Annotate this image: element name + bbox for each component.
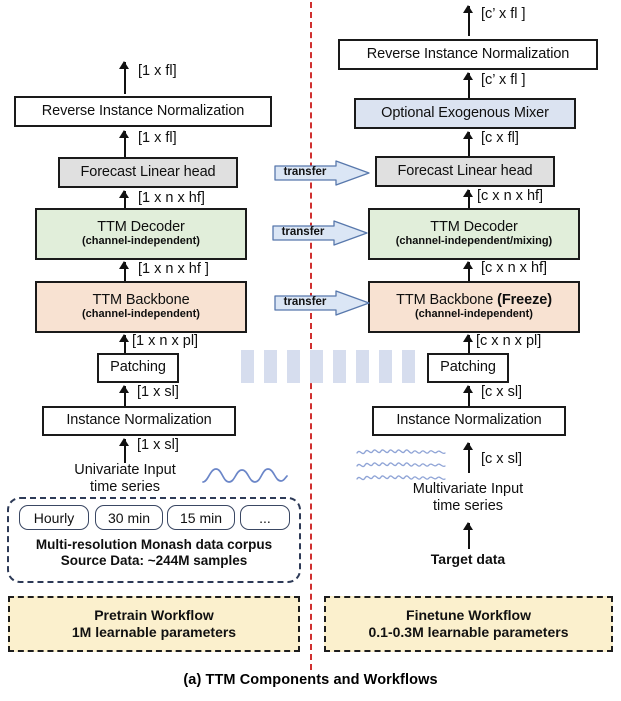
shape-finetune-after-backbone: [c x n x hf] <box>481 260 548 276</box>
block-pretrain-forecast-linear-head[interactable]: Forecast Linear head <box>58 157 238 188</box>
pill-label: Hourly <box>33 509 75 526</box>
block-finetune-patching[interactable]: Patching <box>427 353 509 383</box>
block-label: Reverse Instance Normalization <box>41 102 245 119</box>
figure-caption: (a) TTM Components and Workflows <box>183 672 438 688</box>
block-finetune-forecast-linear-head[interactable]: Forecast Linear head <box>375 156 555 187</box>
separator-bar <box>264 350 277 383</box>
univariate-waveform-icon <box>202 461 288 492</box>
block-title: TTM Decoder <box>430 219 518 236</box>
pill-label: ... <box>259 509 271 526</box>
pretrain-workflow-title: Pretrain Workflow <box>94 606 214 623</box>
shape-pretrain-after-instnorm: [1 x sl] <box>137 384 179 400</box>
block-finetune-ttm-decoder[interactable]: TTM Decoder (channel-independent/mixing) <box>368 208 580 260</box>
finetune-workflow-params: 0.1-0.3M learnable parameters <box>368 624 569 640</box>
block-title-emphasis: (Freeze) <box>497 292 552 309</box>
block-title: TTM Backbone (Freeze) <box>396 292 552 309</box>
corpus-line1: Multi-resolution Monash data corpus <box>35 537 273 552</box>
block-subtitle: (channel-independent) <box>415 308 533 321</box>
shape-finetune-input: [c x sl] <box>481 451 523 467</box>
shape-finetune-after-head: [c x fl] <box>481 130 519 146</box>
separator-bar <box>287 350 300 383</box>
shape-finetune-after-mixer: [c’ x fl ] <box>481 72 526 88</box>
transfer-arrow-forecast-head[interactable]: transfer <box>274 160 370 186</box>
resolution-pill-15min[interactable]: 15 min <box>167 505 235 530</box>
block-label: Patching <box>110 359 166 376</box>
pretrain-input-caption-line2: time series <box>89 479 161 496</box>
block-pretrain-instance-normalization[interactable]: Instance Normalization <box>42 406 236 436</box>
block-label: Forecast Linear head <box>80 163 216 180</box>
block-pretrain-reverse-instance-normalization[interactable]: Reverse Instance Normalization <box>14 96 272 127</box>
workflow-divider <box>310 2 312 670</box>
block-finetune-ttm-backbone[interactable]: TTM Backbone (Freeze) (channel-independe… <box>368 281 580 333</box>
shape-finetune-after-decoder: [c x n x hf] <box>477 188 544 204</box>
pill-label: 30 min <box>107 509 151 526</box>
resolution-pill-hourly[interactable]: Hourly <box>19 505 89 530</box>
separator-bar <box>333 350 346 383</box>
corpus-line2: Source Data: ~244M samples <box>60 552 248 568</box>
block-title: TTM Decoder <box>97 219 185 236</box>
block-label: Instance Normalization <box>396 412 542 429</box>
finetune-workflow-title: Finetune Workflow <box>406 606 531 623</box>
shape-pretrain-output: [1 x fl] <box>138 63 177 79</box>
shape-finetune-output: [c’ x fl ] <box>481 6 526 22</box>
block-label: Reverse Instance Normalization <box>366 45 570 62</box>
finetune-workflow-banner: Finetune Workflow 0.1-0.3M learnable par… <box>324 596 613 652</box>
separator-bar <box>356 350 369 383</box>
block-title: TTM Backbone <box>92 292 190 309</box>
shape-finetune-after-instnorm: [c x sl] <box>481 384 523 400</box>
block-pretrain-ttm-backbone[interactable]: TTM Backbone (channel-independent) <box>35 281 247 333</box>
resolution-pill-more[interactable]: ... <box>240 505 290 530</box>
pill-label: 15 min <box>179 509 223 526</box>
block-subtitle: (channel-independent) <box>82 308 200 321</box>
block-label: Forecast Linear head <box>397 162 533 179</box>
shape-pretrain-after-backbone: [1 x n x hf ] <box>138 261 209 277</box>
shape-pretrain-input: [1 x sl] <box>137 437 179 453</box>
transfer-arrow-label: transfer <box>283 166 327 178</box>
shape-pretrain-after-decoder: [1 x n x hf] <box>138 190 205 206</box>
block-finetune-reverse-instance-normalization[interactable]: Reverse Instance Normalization <box>338 39 598 70</box>
block-label: Patching <box>440 359 496 376</box>
transfer-arrow-label: transfer <box>283 296 327 308</box>
block-finetune-optional-exogenous-mixer[interactable]: Optional Exogenous Mixer <box>354 98 576 129</box>
block-subtitle: (channel-independent) <box>82 235 200 248</box>
pretrain-input-caption: Univariate Input time series <box>45 462 205 496</box>
multivariate-waveform-icon <box>356 445 456 492</box>
transfer-arrow-decoder[interactable]: transfer <box>272 220 368 246</box>
finetune-input-caption-line1: Multivariate Input <box>412 481 524 497</box>
resolution-pill-30min[interactable]: 30 min <box>95 505 163 530</box>
corpus-description: Multi-resolution Monash data corpus Sour… <box>7 537 301 569</box>
separator-bar <box>402 350 415 383</box>
transfer-arrow-label: transfer <box>281 226 325 238</box>
target-data-label: Target data <box>430 551 506 567</box>
finetune-input-caption-line2: time series <box>432 498 504 515</box>
block-title-text: TTM Backbone <box>396 292 494 309</box>
shape-finetune-after-patching: [c x n x pl] <box>476 333 542 349</box>
block-subtitle: (channel-independent/mixing) <box>395 235 553 248</box>
separator-bar <box>379 350 392 383</box>
transfer-arrow-backbone[interactable]: transfer <box>274 290 370 316</box>
block-finetune-instance-normalization[interactable]: Instance Normalization <box>372 406 566 436</box>
pretrain-workflow-params: 1M learnable parameters <box>71 624 237 640</box>
pretrain-input-caption-line1: Univariate Input <box>74 462 176 478</box>
block-label: Optional Exogenous Mixer <box>381 104 549 121</box>
block-pretrain-ttm-decoder[interactable]: TTM Decoder (channel-independent) <box>35 208 247 260</box>
separator-bar <box>310 350 323 383</box>
finetune-input-caption: Multivariate Input time series <box>388 481 548 515</box>
shape-pretrain-after-patching: [1 x n x pl] <box>132 333 199 349</box>
separator-bar <box>241 350 254 383</box>
shape-pretrain-after-head: [1 x fl] <box>138 130 177 146</box>
block-pretrain-patching[interactable]: Patching <box>97 353 179 383</box>
block-label: Instance Normalization <box>66 412 212 429</box>
monash-corpus-container <box>7 497 301 583</box>
pretrain-workflow-banner: Pretrain Workflow 1M learnable parameter… <box>8 596 300 652</box>
